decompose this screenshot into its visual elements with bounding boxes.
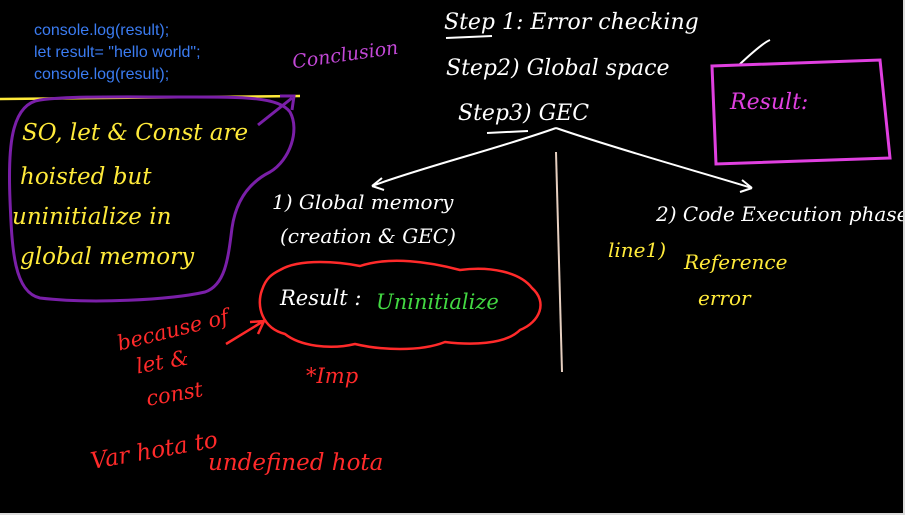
imp-note: *Imp — [306, 364, 359, 388]
global-memory-subtitle: (creation & GEC) — [280, 224, 456, 248]
code-execution-error: error — [698, 286, 751, 310]
conclusion-outline — [7, 95, 296, 303]
step3-underline — [486, 130, 529, 134]
code-execution-reference: Reference — [684, 250, 788, 274]
because-arrow — [225, 319, 267, 346]
branch-right-arrow — [555, 127, 753, 193]
step1-underline — [445, 35, 493, 39]
step-3: Step3) GEC — [458, 101, 590, 126]
code-execution-line-ref: line1) — [608, 238, 667, 262]
var-note-2: undefined hota — [208, 450, 384, 476]
code-line-2: let result= "hello world"; — [34, 44, 201, 61]
step-1: Step 1: Error checking — [444, 10, 699, 35]
global-memory-result-value: Uninitialize — [376, 290, 499, 314]
code-line-3: console.log(result); — [34, 66, 170, 83]
global-memory-title: 1) Global memory — [272, 190, 454, 214]
conclusion-line-4: global memory — [20, 244, 195, 270]
conclusion-arrow — [257, 94, 296, 127]
result-box-outline — [710, 58, 892, 166]
code-execution-title: 2) Code Execution phase — [656, 202, 903, 226]
global-memory-result-label: Result : — [280, 286, 362, 310]
code-line-1: console.log(result); — [34, 22, 170, 39]
conclusion-line-3: uninitialize in — [12, 204, 172, 230]
conclusion-line-2: hoisted but — [20, 164, 152, 190]
result-box-label: Result: — [730, 90, 809, 115]
step-2: Step2) Global space — [446, 56, 670, 81]
conclusion-line-1: SO, let & Const are — [22, 120, 249, 146]
connector-curve — [739, 39, 771, 65]
vertical-divider — [555, 151, 563, 373]
result-cloud — [258, 259, 542, 351]
branch-left-arrow — [371, 127, 557, 191]
